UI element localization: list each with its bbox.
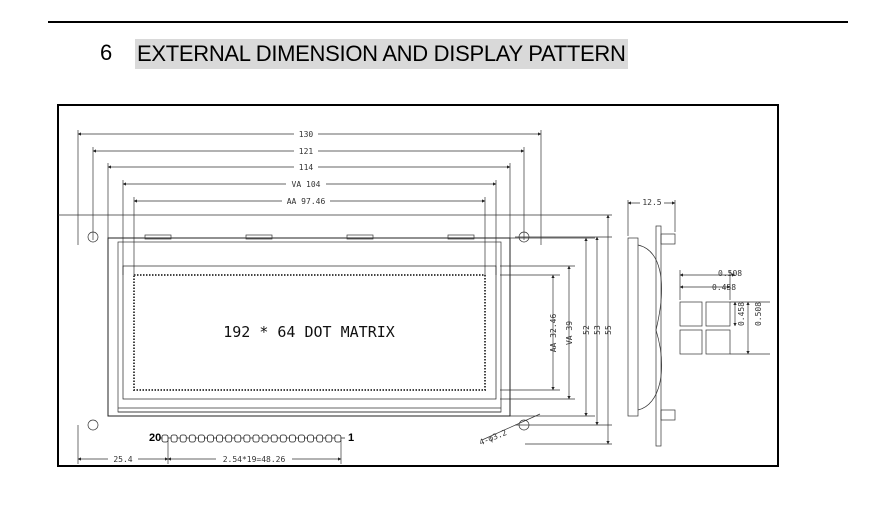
pin <box>252 434 260 443</box>
display-pattern-label: 192 * 64 DOT MATRIX <box>223 323 395 341</box>
active-area <box>133 274 486 391</box>
label-dot-w1: 0.508 <box>718 269 742 278</box>
module-outline <box>107 237 511 417</box>
label-hole: 4-φ3.2 <box>478 428 508 447</box>
pin <box>161 434 169 443</box>
label-thickness: 12.5 <box>642 198 661 207</box>
label-dot-h2: 0.508 <box>754 302 763 326</box>
label-w130: 130 <box>299 130 314 139</box>
side-view-pcb <box>655 225 662 447</box>
pin-group <box>161 434 342 443</box>
section-number: 6 <box>100 40 113 65</box>
mount-hole-tl <box>87 231 99 243</box>
pin <box>234 434 242 443</box>
label-h55: 55 <box>604 325 613 335</box>
pin <box>325 434 333 443</box>
pin <box>279 434 287 443</box>
label-aa-height: AA 32.46 <box>549 314 558 353</box>
label-va-height: VA 39 <box>565 321 574 345</box>
label-dot-w2: 0.458 <box>712 283 736 292</box>
mount-hole-bl <box>87 419 99 431</box>
label-va-width: VA 104 <box>292 180 321 189</box>
label-pin-offset: 25.4 <box>113 455 132 464</box>
label-h53: 53 <box>593 325 602 335</box>
label-aa-width: AA 97.46 <box>287 197 326 206</box>
pin <box>316 434 324 443</box>
pin <box>261 434 269 443</box>
label-dot-h1: 0.458 <box>737 302 746 326</box>
pin-label-last: 1 <box>348 432 354 444</box>
side-view-panel <box>627 237 639 417</box>
pin-label-first: 20 <box>149 432 161 444</box>
label-w114: 114 <box>299 163 314 172</box>
pin <box>197 434 205 443</box>
label-w121: 121 <box>299 147 314 156</box>
pin <box>298 434 305 443</box>
pin <box>216 434 224 443</box>
pin <box>243 434 251 443</box>
dot-cell-bl <box>679 329 703 355</box>
dot-cell-tl <box>679 301 703 327</box>
dot-cell-tr <box>705 301 731 327</box>
dot-cell-br <box>705 329 731 355</box>
pin <box>170 434 178 443</box>
top-rule <box>48 21 848 23</box>
drawing-frame <box>57 104 779 467</box>
pin <box>188 434 196 443</box>
label-pin-pitch: 2.54*19=48.26 <box>223 455 286 464</box>
pin <box>207 434 214 443</box>
pin <box>288 434 296 443</box>
viewing-area <box>122 265 497 400</box>
pin <box>225 434 233 443</box>
pin <box>179 434 187 443</box>
label-h52: 52 <box>582 325 591 335</box>
pin <box>270 434 278 443</box>
section-title: EXTERNAL DIMENSION AND DISPLAY PATTERN <box>135 39 628 69</box>
pin <box>307 434 315 443</box>
hole-leader <box>481 413 541 441</box>
pin <box>334 434 342 443</box>
